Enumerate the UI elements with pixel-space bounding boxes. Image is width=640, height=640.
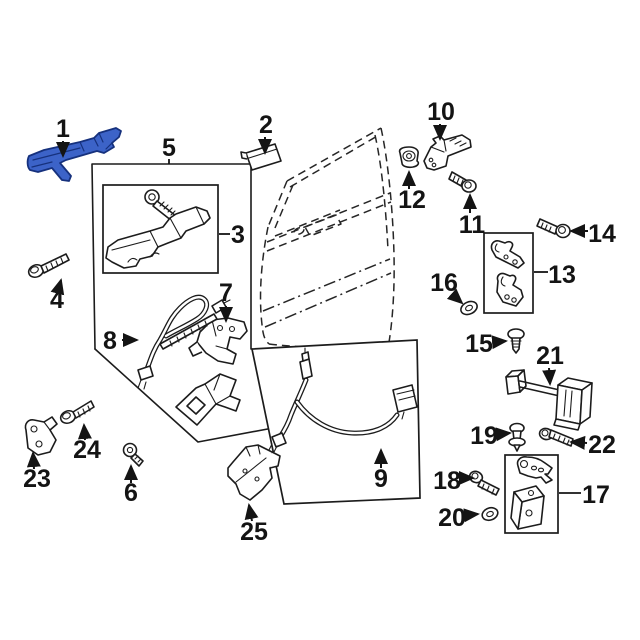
part-18-screw [468,470,500,496]
door-handle-cutout-ghost [293,214,342,237]
part-8-release-cable [137,294,231,390]
callout-3: 3 [231,221,245,249]
callout-5: 5 [162,134,176,162]
callout-24: 24 [73,436,101,464]
part-13-lower-hinge [496,272,524,307]
part-21-door-check [505,369,593,431]
part-7-latch-bracket [188,317,248,365]
part-15-clip [507,328,525,354]
arrow-19 [495,427,512,442]
arrow-21 [542,367,557,386]
callout-18: 18 [433,467,461,495]
callout-13: 13 [548,261,576,289]
arrow-25 [244,503,259,522]
part-14-bolt [536,218,571,239]
part-22-bolt [538,427,574,447]
callout-22: 22 [588,431,616,459]
part-6-screw [122,442,144,467]
callout-6: 6 [124,479,138,507]
part-16-grommet [460,300,478,316]
callout-12: 12 [398,186,426,214]
part-4-bolt [27,253,70,279]
arrow-23 [26,451,41,470]
callout-21: 21 [536,342,564,370]
part-3-handle-reinforcement [105,189,211,269]
callout-8: 8 [103,327,117,355]
arrow-4 [50,278,65,296]
part-10-check-bracket [423,134,472,171]
callout-arrows [26,124,588,523]
callout-4: 4 [50,286,64,314]
callout-17: 17 [582,481,610,509]
arrow-15 [491,335,508,350]
part-19-clip [508,422,526,452]
assembly-box-9 [250,339,421,505]
callout-11: 11 [459,211,486,239]
arrow-24 [77,423,92,441]
part-24-bolt [59,400,95,425]
callout-20: 20 [438,504,466,532]
part-17-striker-plates [510,456,553,530]
callout-16: 16 [430,269,458,297]
arrow-20 [463,508,480,523]
callout-9: 9 [374,465,388,493]
part-9-cable-assembly [267,347,418,455]
arrow-22 [569,435,588,450]
part-20-washer [481,506,499,522]
callout-15: 15 [465,330,493,358]
part-12-nut [398,146,420,169]
callout-23: 23 [23,465,51,493]
callout-1: 1 [56,115,70,143]
assembly-box-5 [91,163,274,443]
part-25-lock-actuator [227,444,281,501]
part-23-hinge-bracket [24,416,58,456]
part-1-door-handle-highlighted [26,127,122,182]
callout-2: 2 [259,111,273,139]
callout-19: 19 [470,422,498,450]
callout-10: 10 [427,98,455,126]
door-latch-plate [175,373,241,426]
part-2-handle-cap [240,143,282,171]
callout-25: 25 [240,518,268,546]
callout-14: 14 [588,220,616,248]
part-11-bolt [448,171,477,193]
arrow-16 [446,288,464,305]
part-13-upper-hinge [490,240,525,269]
door-panel-ghost [259,127,395,350]
callout-7: 7 [219,279,233,307]
